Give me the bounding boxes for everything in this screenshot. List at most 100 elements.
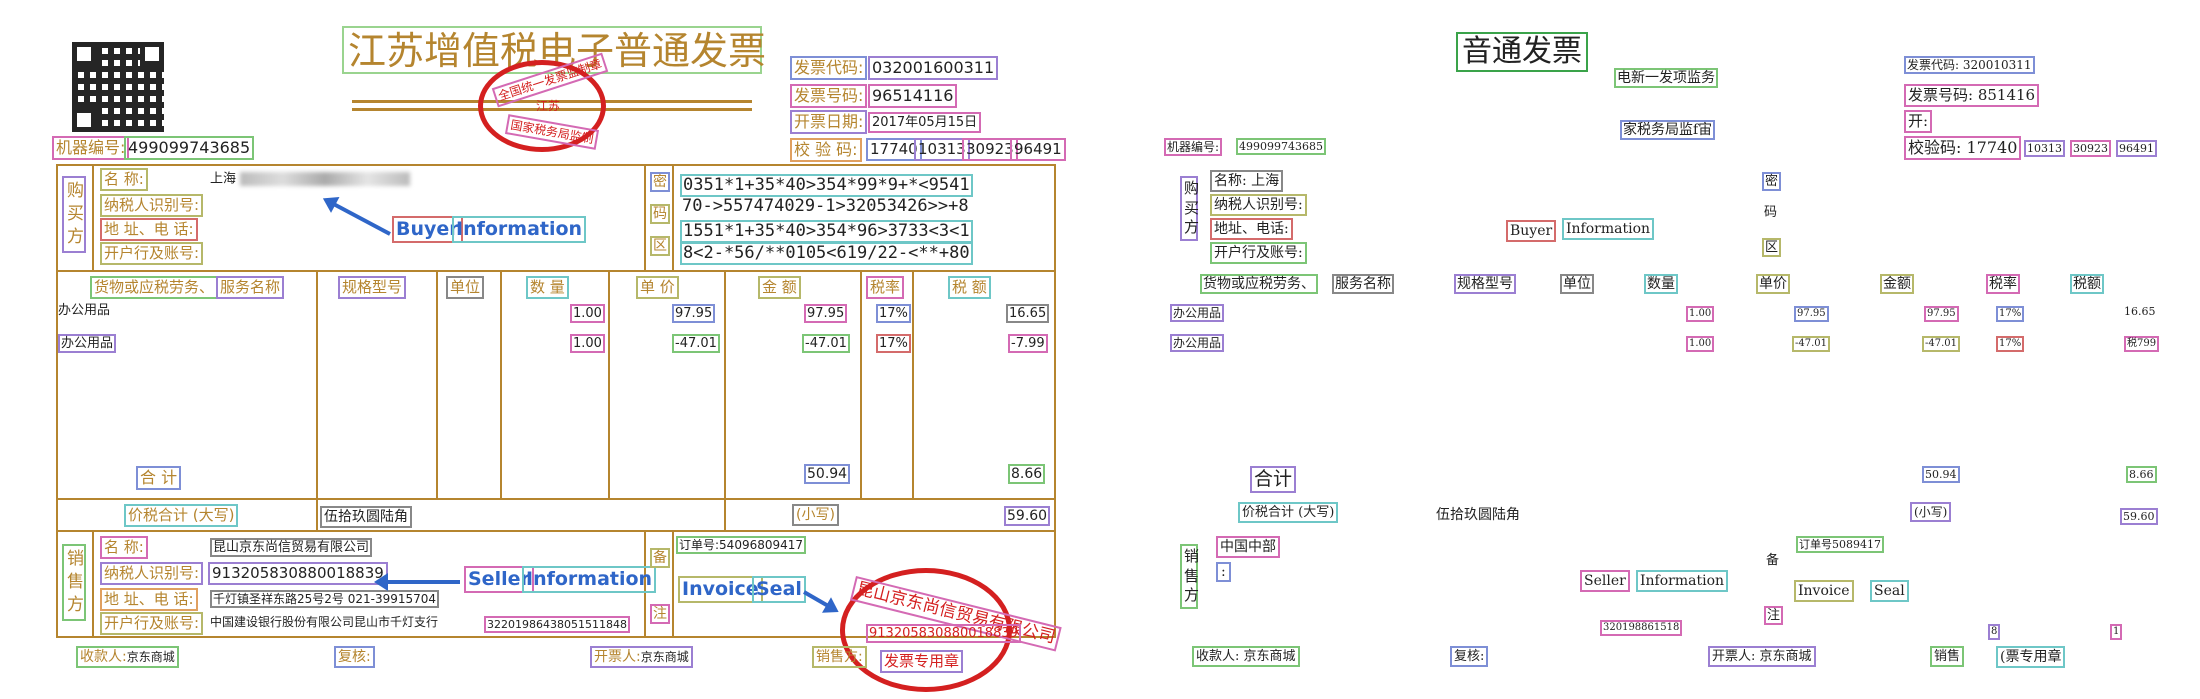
header-price: 单 价 — [636, 276, 679, 299]
r-header-spec: 规格型号 — [1454, 274, 1516, 294]
header-goods-2: 服务名称 — [216, 276, 285, 299]
buyer-bank-label: 开户行及账号: — [100, 242, 204, 265]
seller-bank-label: 开户行及账号: — [100, 612, 204, 635]
machine-no-label: 机器编号: — [52, 136, 130, 160]
buyer-addr-label: 地 址、电 话: — [100, 218, 198, 241]
r-check-3: 30923 — [2070, 140, 2111, 157]
check-part-3: 30923 — [962, 138, 1018, 161]
row-2-rate: 17% — [876, 334, 911, 353]
r-seal-annotation: Seal — [1870, 580, 1909, 602]
r-invoice-annotation: Invoice — [1794, 580, 1854, 602]
header-unit: 单位 — [446, 276, 485, 299]
r-pwd-2: 码 — [1764, 205, 1778, 220]
row-2-name: 办公用品 — [58, 334, 117, 353]
r-mark-1: 1 — [2110, 624, 2123, 640]
row-1-price: 97.95 — [672, 304, 716, 323]
password-zone-2: 码 — [650, 204, 670, 224]
r-row-2-tax: 税799 — [2124, 336, 2160, 352]
r-stamp-footer: (票专用章 — [1996, 646, 2066, 668]
r-row-2-amount: -47.01 — [1922, 336, 1961, 352]
r-seller-annotation-1: Seller — [1580, 570, 1630, 592]
header-spec: 规格型号 — [338, 276, 407, 299]
r-header-qty: 数量 — [1644, 274, 1678, 294]
reviewer-label: 复核: — [334, 646, 375, 668]
buyer-side-label: 购买方 — [62, 176, 86, 253]
r-machine: 机器编号: — [1164, 138, 1223, 156]
buyer-name-value: 上海 — [210, 172, 411, 186]
buyer-taxid-label: 纳税人识别号: — [100, 194, 204, 217]
header-rate: 税率 — [866, 276, 905, 299]
total-label: 合 计 — [136, 466, 182, 490]
r-row-1-rate: 17% — [1996, 306, 2025, 322]
r-total-label: 合计 — [1250, 466, 1297, 493]
sum-label: 价税合计 (大写) — [124, 504, 239, 527]
issuer: 开票人:京东商城 — [590, 646, 693, 668]
cipher-line-4: 8<2-*56/**0105<619/22-<**+80 — [680, 242, 973, 265]
password-zone-1: 密 — [650, 172, 670, 192]
r-total-tax: 8.66 — [2126, 466, 2157, 483]
r-header-price: 单价 — [1756, 274, 1790, 294]
r-row-1-qty: 1.00 — [1686, 306, 1715, 322]
row-2-price: -47.01 — [672, 334, 720, 353]
r-buyer-bank: 开户行及账号: — [1210, 242, 1307, 264]
r-check-2: 10313 — [2024, 140, 2065, 157]
r-order-no: 订单号5089417 — [1796, 536, 1884, 553]
payee: 收款人:京东商城 — [76, 646, 179, 668]
r-remark-1: 备 — [1766, 553, 1780, 568]
code-label: 发票代码: — [790, 56, 868, 80]
row-1-rate: 17% — [876, 304, 911, 323]
r-buyer-annotation-2: Information — [1562, 218, 1655, 240]
r-buyer-taxid: 纳税人识别号: — [1210, 194, 1307, 216]
sum-value: 59.60 — [1004, 506, 1051, 526]
r-buyer-side: 购买方 — [1180, 176, 1199, 241]
date-label: 开票日期: — [790, 110, 868, 134]
seller-name-label: 名 称: — [100, 536, 148, 559]
seller-addr-label: 地 址、电 话: — [100, 588, 198, 611]
qr-code — [72, 42, 164, 132]
company-seal — [840, 568, 1012, 692]
buyer-annotation-2: Information — [452, 216, 587, 243]
r-header-tax: 税额 — [2070, 274, 2104, 294]
seller-arrow — [380, 580, 460, 584]
row-1-qty: 1.00 — [570, 304, 605, 323]
row-2-amount: -47.01 — [802, 334, 850, 353]
seller-bank-no: 32201986438051511848 — [484, 616, 630, 633]
r-payee: 收款人: 京东商城 — [1192, 646, 1300, 667]
small-label: (小写) — [792, 504, 839, 526]
machine-no: 499099743685 — [124, 136, 255, 160]
header-tax: 税 额 — [948, 276, 991, 299]
r-pwd-1: 密 — [1762, 172, 1782, 191]
row-1-tax: 16.65 — [1006, 304, 1050, 323]
r-date: 开: — [1904, 110, 1933, 133]
r-row-1-amount: 97.95 — [1924, 306, 1959, 322]
r-header-rate: 税率 — [1986, 274, 2020, 294]
seller-taxid-label: 纳税人识别号: — [100, 562, 204, 585]
r-issuer: 开票人: 京东商城 — [1708, 646, 1816, 667]
code-value: 032001600311 — [868, 56, 999, 80]
r-row-1-tax: 16.65 — [2124, 305, 2156, 318]
r-seal-1: 电新一发项监务 — [1614, 68, 1718, 88]
r-seller-footer: 销售 — [1930, 646, 1965, 667]
remark-zone-2: 注 — [650, 604, 670, 624]
check-part-2: 10313 — [914, 138, 970, 161]
header-goods-1: 货物或应税劳务、 — [90, 276, 219, 299]
r-total-amount: 50.94 — [1922, 466, 1960, 483]
check-part-4: 96491 — [1010, 138, 1066, 161]
seal-annotation: Seal — [752, 576, 806, 603]
seller-footer-label: 销售方: — [812, 646, 867, 668]
number-label: 发票号码: — [790, 84, 868, 108]
invoice-table-frame — [56, 164, 1056, 638]
r-remark-2: 注 — [1764, 606, 1784, 625]
seal-number: 913205830880018839 — [866, 624, 1021, 643]
r-row-2-qty: 1.00 — [1686, 336, 1715, 352]
row-1-name: 办公用品 — [58, 303, 111, 318]
r-row-2-rate: 17% — [1996, 336, 2025, 352]
r-sum-words: 伍拾玖圆陆角 — [1436, 507, 1520, 523]
r-seal-2: 家税务局监f宙 — [1620, 120, 1716, 140]
row-1-amount: 97.95 — [804, 304, 848, 323]
r-header-goods-1: 货物或应税劳务、 — [1200, 274, 1318, 294]
number-value: 96514116 — [868, 84, 958, 108]
remark-zone-1: 备 — [650, 548, 670, 568]
password-zone-3: 区 — [650, 236, 670, 256]
r-machine-no: 499099743685 — [1236, 138, 1326, 155]
